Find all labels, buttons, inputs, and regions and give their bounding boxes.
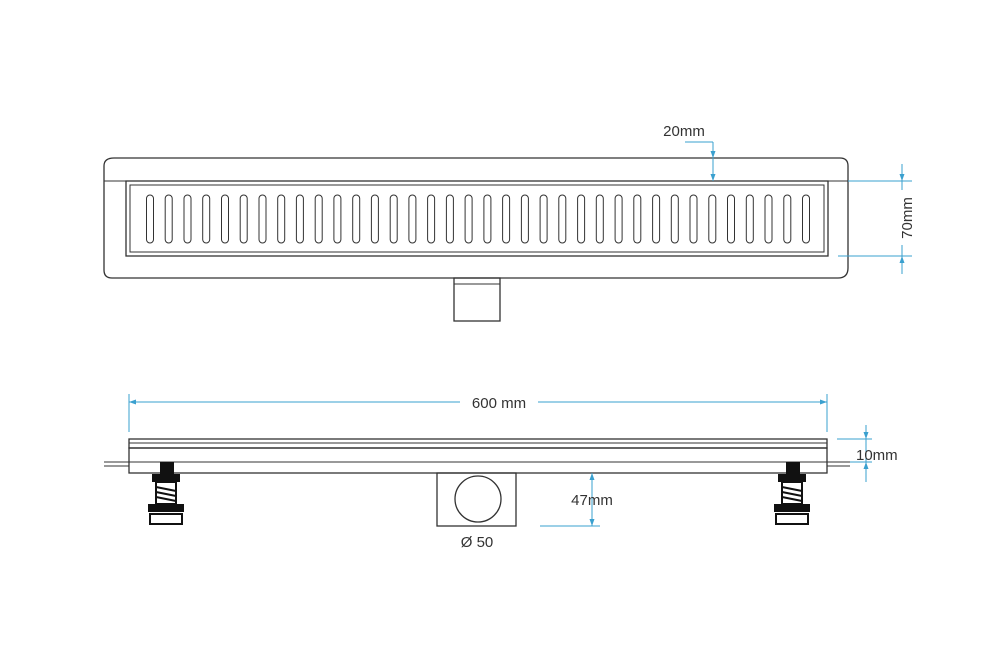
dim-47-arrow-top bbox=[589, 473, 595, 480]
grate-slot bbox=[202, 194, 211, 244]
grate-slot bbox=[558, 194, 567, 244]
dim-70-arrow-top bbox=[899, 174, 905, 181]
grate-slot bbox=[389, 194, 398, 244]
grate-frame-outer bbox=[125, 180, 829, 257]
adjustable-foot-right bbox=[774, 462, 810, 525]
grate-slot bbox=[577, 194, 586, 244]
top-view: 20mm 70mm bbox=[103, 123, 916, 322]
grate-slot bbox=[483, 194, 492, 244]
side-view: 600 mm Ø 50 bbox=[104, 394, 898, 551]
dim-47-arrow-bottom bbox=[589, 519, 595, 526]
dim-10-label: 10mm bbox=[856, 447, 898, 464]
grate-slot bbox=[708, 194, 717, 244]
grate-slot bbox=[146, 194, 154, 244]
foot-left-pad bbox=[149, 513, 183, 525]
dim-10-arrow-top bbox=[863, 432, 869, 439]
foot-right-nut bbox=[778, 474, 806, 482]
grate-slot bbox=[427, 194, 436, 244]
grate-slot bbox=[502, 194, 511, 244]
grate-slot bbox=[239, 194, 248, 244]
grate-slot bbox=[464, 194, 473, 244]
grate-slot bbox=[727, 194, 735, 244]
foot-right-base bbox=[774, 504, 810, 512]
grate-slot bbox=[445, 194, 454, 244]
foot-right-top bbox=[786, 462, 800, 474]
grate-slots bbox=[146, 194, 810, 244]
channel-outline bbox=[103, 157, 849, 279]
dim-600-arrow-right bbox=[820, 399, 827, 405]
grate-slot bbox=[258, 194, 267, 244]
grate-slot bbox=[633, 194, 642, 244]
dim-70-label: 70mm bbox=[899, 197, 916, 239]
foot-left-base bbox=[148, 504, 184, 512]
dim-10-arrow-bottom bbox=[863, 462, 869, 469]
grate-slot bbox=[370, 194, 379, 244]
grate-slot bbox=[295, 194, 304, 244]
side-channel bbox=[128, 447, 828, 474]
grate-slot bbox=[652, 194, 661, 244]
dim-20-arrow-top bbox=[710, 151, 716, 158]
foot-right-thread-lines bbox=[781, 486, 803, 502]
dim-600-arrow-left bbox=[129, 399, 136, 405]
grate-slot bbox=[783, 194, 792, 244]
grate-slot bbox=[333, 194, 342, 244]
grate-slot bbox=[314, 194, 323, 244]
outlet-housing bbox=[436, 472, 517, 527]
foot-left-thread-lines bbox=[155, 486, 177, 502]
foot-right-pad bbox=[775, 513, 809, 525]
foot-left-top bbox=[160, 462, 174, 474]
grate-slot bbox=[183, 194, 192, 244]
grate-slot bbox=[670, 194, 679, 244]
grate-slot bbox=[745, 194, 754, 244]
grate-frame-inner bbox=[129, 184, 825, 253]
dim-47-label: 47mm bbox=[571, 492, 613, 509]
adjustable-foot-left bbox=[148, 462, 184, 525]
dim-70-arrow-bottom bbox=[899, 256, 905, 263]
grate-slot bbox=[277, 194, 286, 244]
dim-20-label: 20mm bbox=[663, 123, 705, 140]
grate-slot bbox=[520, 194, 529, 244]
grate-slot bbox=[408, 194, 417, 244]
foot-left-nut bbox=[152, 474, 180, 482]
dim-600-label: 600 mm bbox=[472, 395, 526, 412]
grate-slot bbox=[689, 194, 698, 244]
outlet-pipe bbox=[453, 277, 501, 322]
outlet-diameter-label: Ø 50 bbox=[461, 534, 494, 551]
outlet-pipe-circle bbox=[454, 475, 502, 523]
grate-slot bbox=[614, 194, 623, 244]
grate-slot bbox=[764, 194, 773, 244]
dim-70-label-bg bbox=[892, 190, 914, 245]
grate-slot bbox=[802, 194, 810, 244]
dim-20-arrow-bottom bbox=[710, 174, 716, 181]
grate-slot bbox=[221, 194, 229, 244]
grate-slot bbox=[164, 194, 173, 244]
grate-slot bbox=[352, 194, 361, 244]
grate-slot bbox=[595, 194, 604, 244]
grate-slot bbox=[539, 194, 548, 244]
